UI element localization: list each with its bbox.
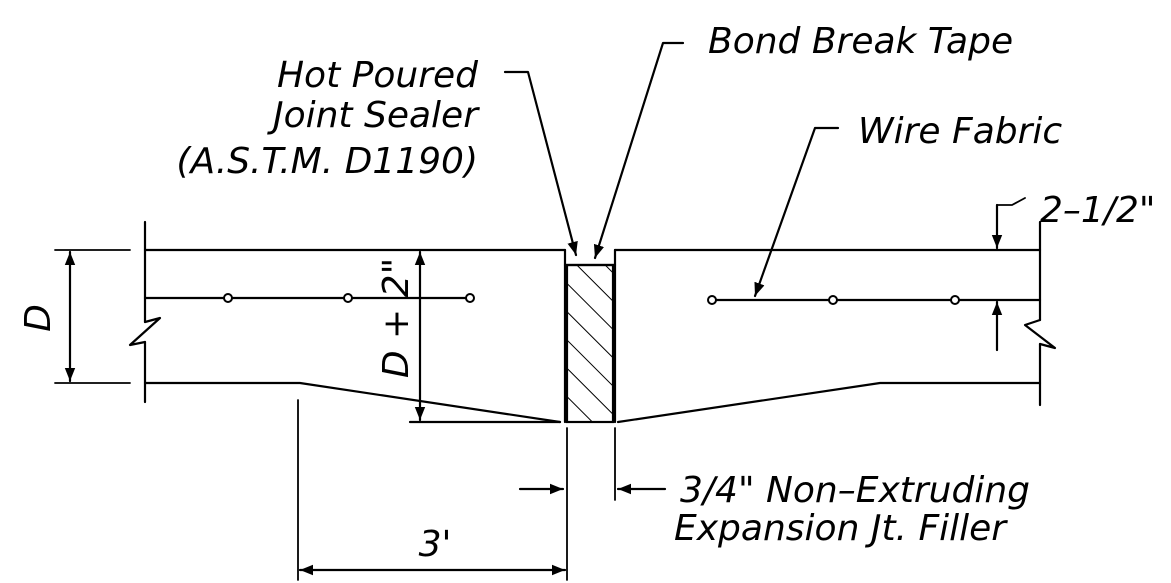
sealer-label-line3: (A.S.T.M. D1190) (176, 141, 478, 182)
thickened-label: D + 2" (376, 258, 417, 378)
filler-label-line2: Expansion Jt. Filler (674, 508, 1008, 549)
wire-fabric-label: Wire Fabric (858, 111, 1062, 152)
left-slab (128, 220, 567, 424)
wire-fabric (143, 293, 1042, 305)
sealer-label-line2: Joint Sealer (267, 95, 480, 136)
bond-break-leader (593, 41, 685, 260)
dimension-3ft (297, 399, 568, 581)
dimension-d (54, 249, 131, 384)
filler-label-line1: 3/4" Non–Extruding (680, 470, 1030, 511)
width-label: 3' (419, 524, 452, 565)
sealer-leader (503, 70, 578, 257)
bond-break-label: Bond Break Tape (708, 21, 1013, 62)
filler-width-arrows (518, 427, 667, 501)
cover-label: 2–1/2" (1040, 190, 1155, 231)
wire-fabric-leader (753, 126, 840, 298)
thickness-label: D (18, 304, 59, 332)
dimension-cover (991, 197, 1026, 352)
sealer-label-line1: Hot Poured (277, 55, 479, 96)
joint-filler (563, 263, 617, 424)
right-slab (613, 220, 1057, 424)
